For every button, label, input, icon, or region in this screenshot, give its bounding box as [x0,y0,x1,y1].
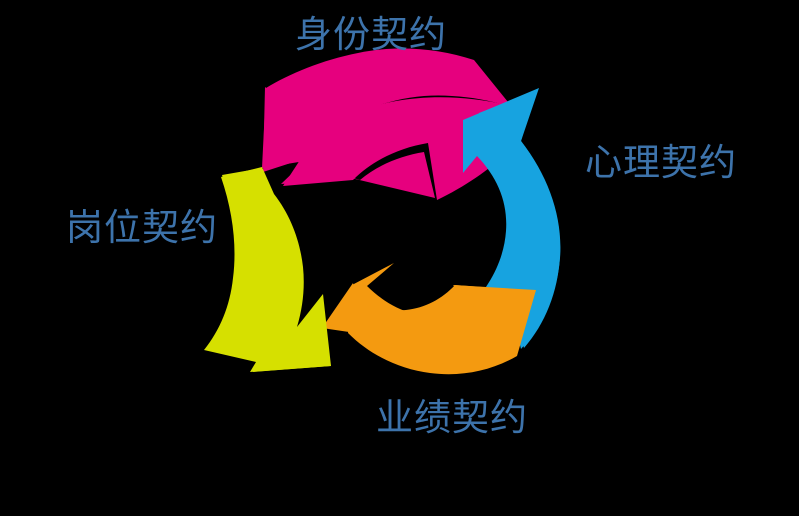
cycle-label-psychological-contract: 心理契约 [585,141,737,184]
cycle-label-performance-contract: 业绩契约 [376,396,528,439]
arrow-psychological-contract-shape[interactable] [463,88,561,349]
arrow-identity-contract-shape[interactable] [263,87,517,200]
arrow-position-contract-shape[interactable] [204,167,331,372]
cycle-label-position-contract: 岗位契约 [66,206,218,249]
arrow-group [204,48,561,375]
cycle-label-identity-contract: 身份契约 [295,13,447,56]
arrow-performance-contract-shape[interactable] [348,263,536,375]
